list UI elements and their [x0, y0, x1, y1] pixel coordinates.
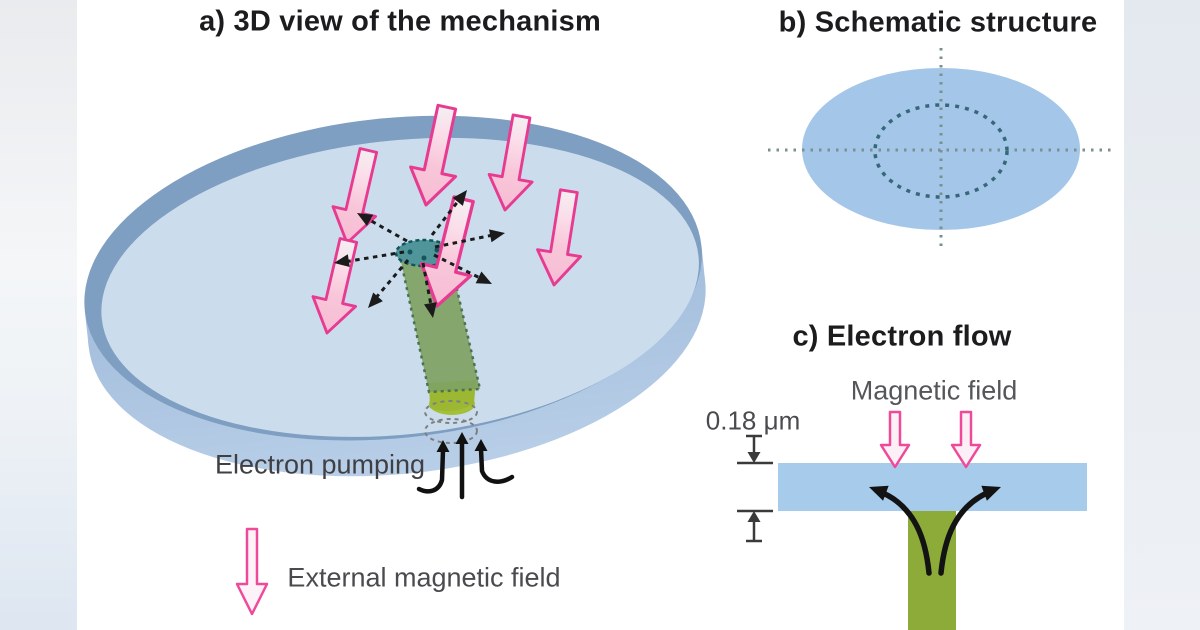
inner-dashed-ellipse [873, 103, 1009, 199]
electron-pumping-label: Electron pumping [214, 449, 426, 480]
magnetic-field-label: Magnetic field [850, 375, 1018, 406]
field-arrow-right-icon [950, 410, 982, 469]
thickness-label: 0.18 μm [705, 405, 801, 436]
radial-arrowheads [334, 190, 505, 318]
electron-pumping-arrowheads [436, 432, 488, 452]
panel-c-title: c) Electron flow [792, 320, 1012, 353]
panel-a-title: a) 3D view of the mechanism [199, 5, 601, 38]
electron-pumping-arrows [416, 439, 515, 500]
disk-3d [84, 115, 706, 477]
left-gradient-band [0, 0, 77, 630]
field-arrow-left-icon [879, 410, 911, 469]
right-gradient-band [1124, 0, 1200, 630]
radial-dashed-arrows [343, 199, 494, 306]
thickness-dimension-arrowheads [747, 452, 761, 522]
electron-flow-arrowheads [869, 485, 1001, 501]
thickness-dimension-marker [737, 434, 773, 543]
legend-arrow-icon [235, 527, 269, 616]
electron-flow-arrows [873, 487, 997, 576]
ghost-cylinder-dashed [424, 400, 478, 444]
electron-flow-panel [737, 410, 1087, 630]
panel-b-title: b) Schematic structure [778, 6, 1098, 39]
disk-cross-section-slab [778, 463, 1087, 511]
external-magnetic-field-label: External magnetic field [287, 562, 561, 593]
schematic-structure [768, 48, 1113, 252]
crosshair-dashed-axes [768, 48, 1113, 252]
